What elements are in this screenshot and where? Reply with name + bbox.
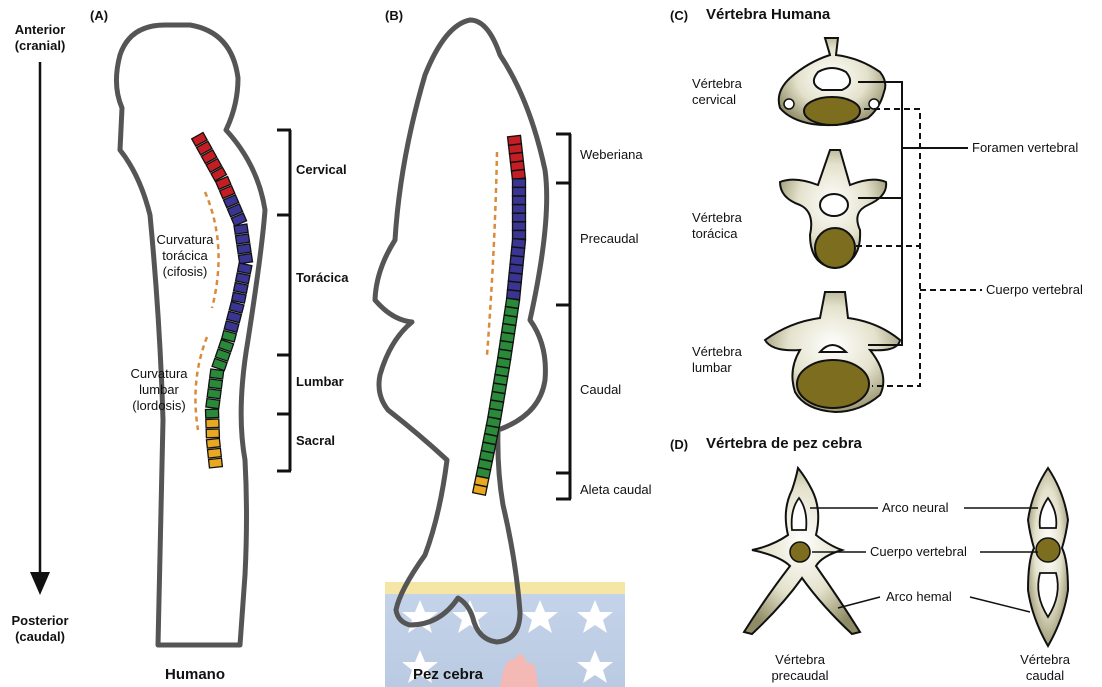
human-vertebra-segment: [205, 409, 218, 418]
human-vertebra-segment: [234, 224, 248, 234]
thoracic-vertebra-label-line2: torácica: [692, 226, 742, 242]
region-label-lumbar: Lumbar: [296, 374, 344, 390]
posterior-label-line1: Posterior: [0, 613, 80, 629]
zebrafish-curve-line: [487, 152, 497, 355]
thoracic-curve-label-line3: (cifosis): [140, 264, 230, 280]
human-vertebra-segment: [236, 273, 250, 284]
human-vertebra-segment: [206, 399, 220, 409]
thoracic-vertebra-label-line1: Vértebra: [692, 210, 742, 226]
human-vertebra-segment: [207, 389, 221, 399]
human-vertebra-segment: [210, 369, 224, 379]
zebrafish-caudal-vertebra: [1028, 468, 1068, 646]
lumbar-vertebra-label-line2: lumbar: [692, 360, 742, 376]
panel-b-caption: Pez cebra: [398, 667, 498, 683]
region-label-weberiana: Weberiana: [580, 147, 643, 163]
human-vertebra-segment: [206, 429, 219, 438]
posterior-label-line2: (caudal): [0, 629, 80, 645]
arco-hemal-label: Arco hemal: [886, 589, 952, 605]
thoracic-curve-label: Curvatura torácica (cifosis): [140, 232, 230, 280]
lumbar-curve-label-line1: Curvatura: [114, 366, 204, 382]
human-vertebra-segment: [209, 458, 223, 468]
lumbar-vertebra-label: Vértebra lumbar: [692, 344, 742, 376]
anterior-label: Anterior (cranial): [0, 22, 80, 54]
arco-neural-label: Arco neural: [882, 500, 948, 516]
caudal-vertebra-label-line2: caudal: [1000, 668, 1090, 684]
zebrafish-vertebra-segment: [473, 484, 487, 495]
zebrafish-silhouette-outline: [375, 20, 547, 642]
human-vertebra-segment: [206, 419, 219, 428]
lumbar-curve-label-line2: lumbar: [114, 382, 204, 398]
human-vertebra-segment: [208, 379, 222, 389]
caudal-vertebra-label-line1: Vértebra: [1000, 652, 1090, 668]
anterior-posterior-arrow: [30, 62, 50, 595]
lumbar-curve-label: Curvatura lumbar (lordosis): [114, 366, 204, 414]
zebrafish-region-bracket: [556, 134, 571, 499]
zebrafish-vertebra-segment: [513, 196, 526, 204]
panel-d-letter: (D): [670, 437, 688, 453]
region-label-caudal: Caudal: [580, 382, 621, 398]
thoracic-curve-label-line2: torácica: [140, 248, 230, 264]
human-vertebra-segment: [235, 234, 249, 244]
region-label-toracica: Torácica: [296, 270, 349, 286]
human-region-bracket: [277, 130, 291, 471]
region-label-precaudal: Precaudal: [580, 231, 639, 247]
zebrafish-vertebra-segment: [513, 187, 526, 195]
precaudal-vertebra-label: Vértebra precaudal: [750, 652, 850, 684]
zebrafish-vertebra-segment: [513, 231, 526, 239]
anterior-label-line1: Anterior: [0, 22, 80, 38]
thoracic-curve-label-line1: Curvatura: [140, 232, 230, 248]
foramen-connector: [858, 82, 968, 345]
lumbar-vertebra: [765, 292, 900, 412]
zebrafish-vertebra-segment: [513, 179, 526, 187]
caudal-vertebra-label: Vértebra caudal: [1000, 652, 1090, 684]
cuerpo-vertebral-label-d: Cuerpo vertebral: [870, 544, 967, 560]
human-vertebra-segment: [232, 292, 246, 303]
region-label-cervical: Cervical: [296, 162, 347, 178]
lumbar-curve-label-line3: (lordosis): [114, 398, 204, 414]
human-vertebra-segment: [206, 438, 220, 448]
human-vertebra-segment: [237, 244, 251, 254]
panel-c-title: Vértebra Humana: [706, 7, 830, 23]
precaudal-vertebra-label-line1: Vértebra: [750, 652, 850, 668]
foramen-vertebral-label: Foramen vertebral: [972, 140, 1078, 156]
precaudal-vertebra-label-line2: precaudal: [750, 668, 850, 684]
thoracic-vertebra-label: Vértebra torácica: [692, 210, 742, 242]
zebrafish-precaudal-vertebra: [744, 468, 860, 634]
panel-c-letter: (C): [670, 8, 688, 24]
cervical-vertebra-label-line1: Vértebra: [692, 76, 742, 92]
zebrafish-vertebra-segment: [513, 213, 526, 221]
human-vertebra-segment: [234, 283, 248, 294]
anterior-label-line2: (cranial): [0, 38, 80, 54]
cervical-vertebra-label-line2: cervical: [692, 92, 742, 108]
zebrafish-vertebra-segment: [513, 222, 526, 230]
human-vertebra-segment: [238, 263, 252, 274]
panel-a-letter: (A): [90, 8, 108, 24]
panel-a-caption: Humano: [145, 667, 245, 683]
human-silhouette-outline: [116, 25, 265, 645]
cuerpo-vertebral-label-c: Cuerpo vertebral: [986, 282, 1083, 298]
cervical-vertebra-label: Vértebra cervical: [692, 76, 742, 108]
panel-d-title: Vértebra de pez cebra: [706, 436, 862, 452]
human-vertebra-segment: [238, 254, 252, 264]
human-vertebra-segment: [208, 448, 222, 458]
thoracic-vertebra: [780, 150, 886, 268]
lumbar-vertebra-label-line1: Vértebra: [692, 344, 742, 360]
zebrafish-vertebra-segment: [511, 170, 525, 180]
region-label-sacral: Sacral: [296, 433, 335, 449]
posterior-label: Posterior (caudal): [0, 613, 80, 645]
zebrafish-vertebra-segment: [513, 205, 526, 213]
panel-b-letter: (B): [385, 8, 403, 24]
region-label-aleta-caudal: Aleta caudal: [580, 482, 652, 498]
